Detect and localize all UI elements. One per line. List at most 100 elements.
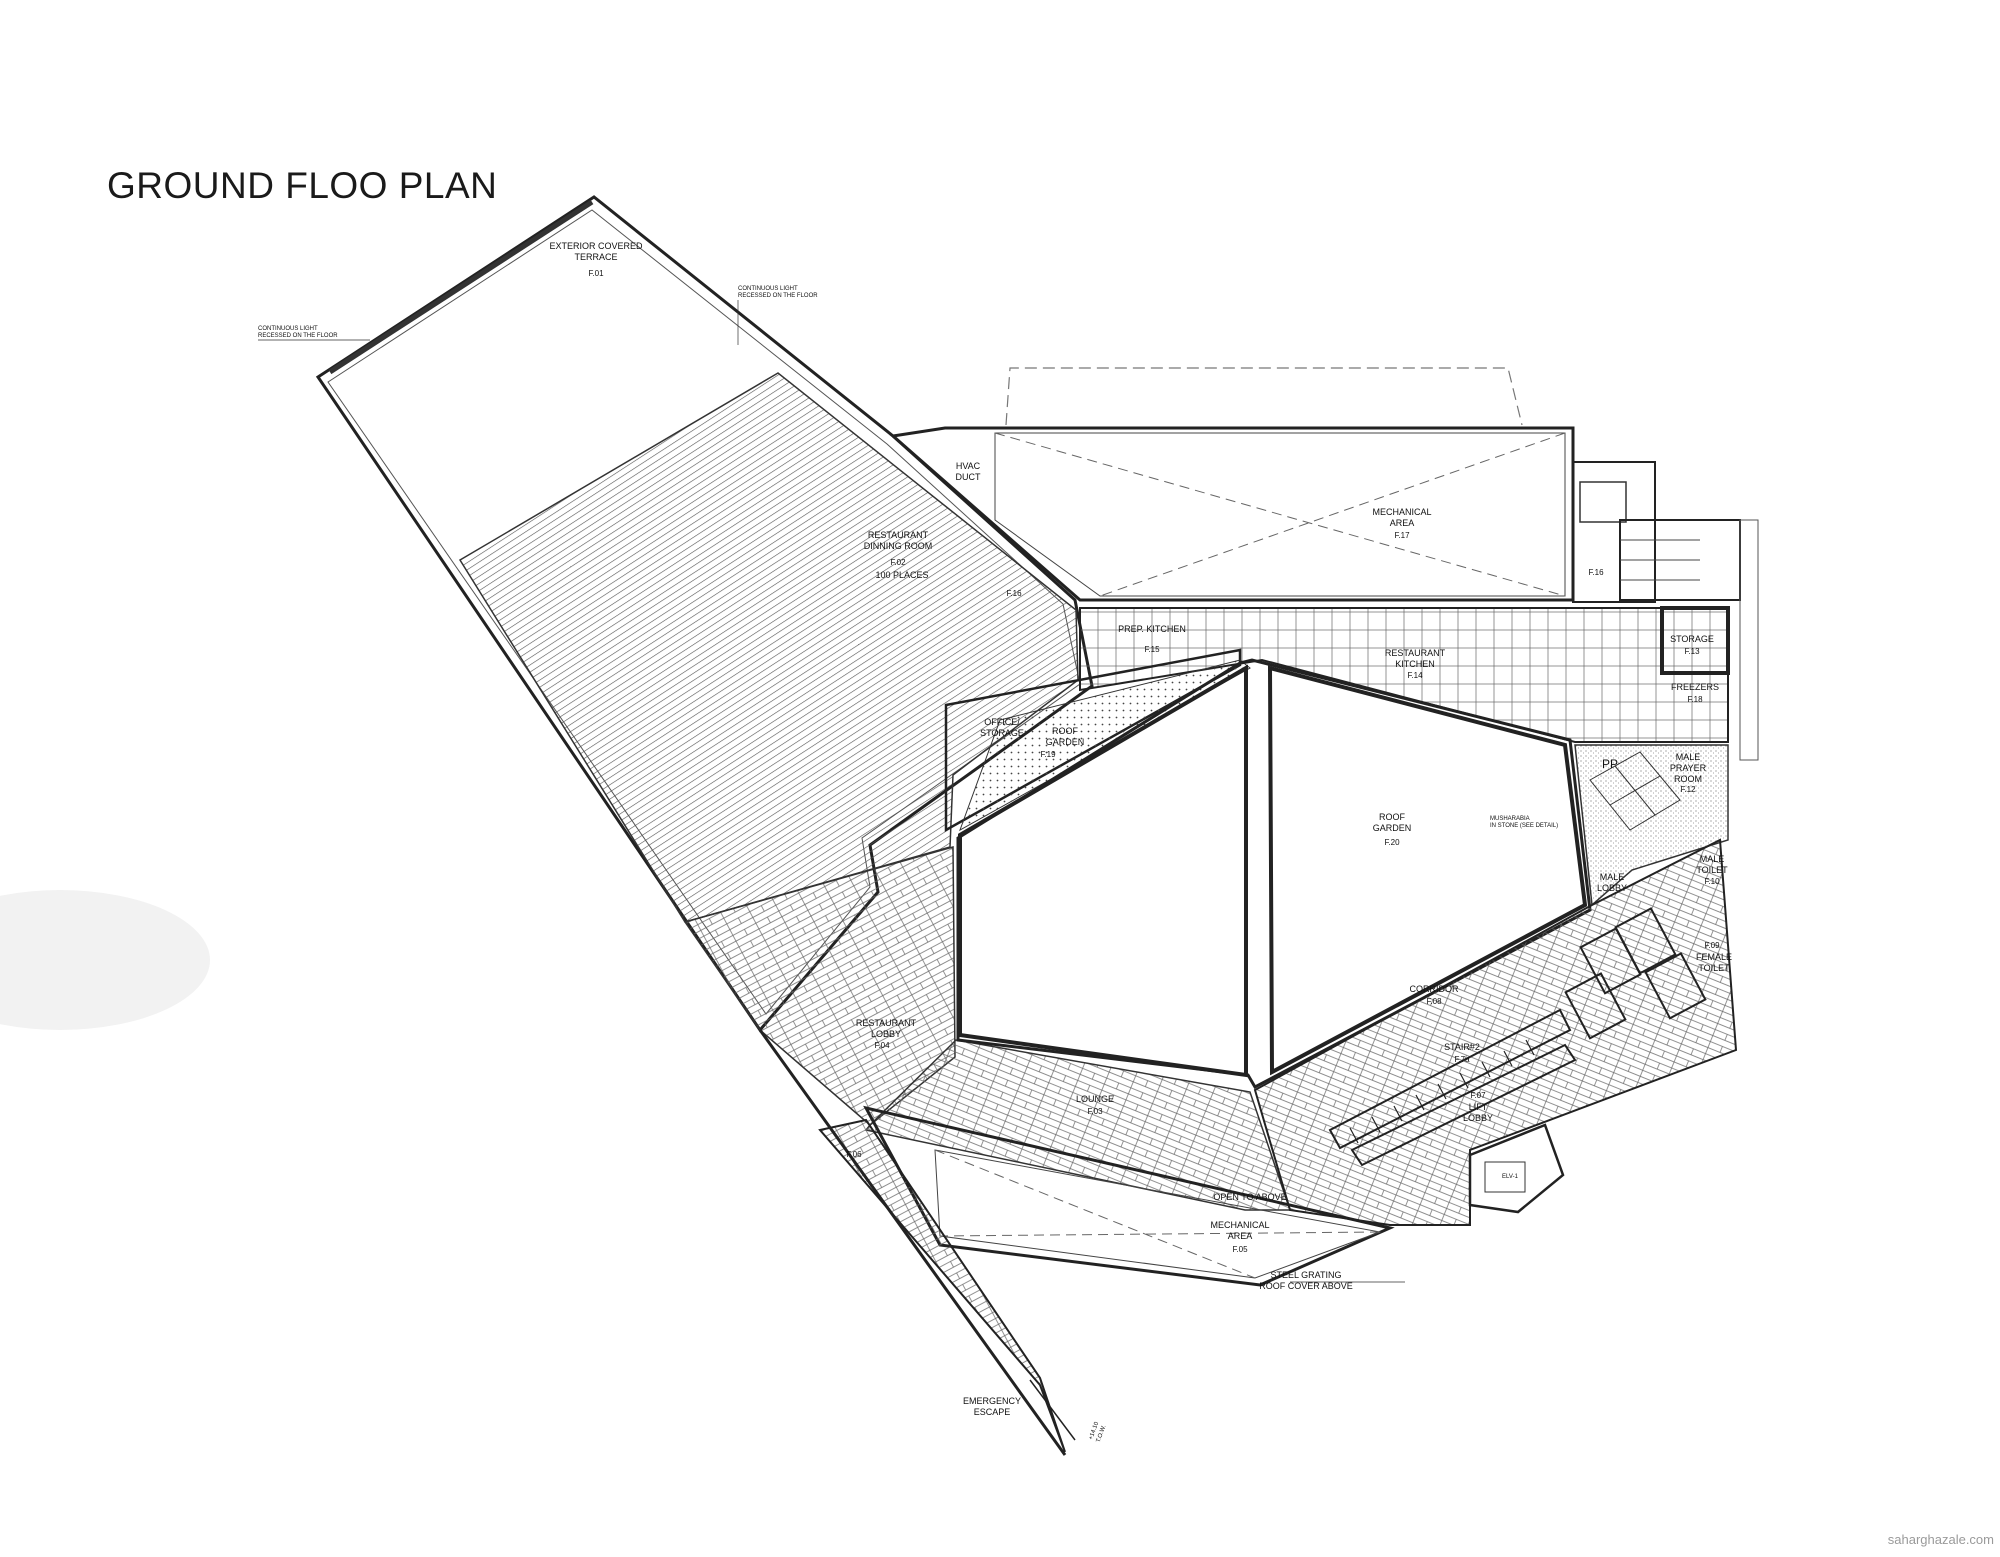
note-light-right-1: CONTINUOUS LIGHT	[738, 286, 798, 292]
label-roofgarden19-1: ROOF	[1052, 726, 1079, 736]
note-light-left-1: CONTINUOUS LIGHT	[258, 326, 318, 332]
label-liftlobby-1: LIFT	[1469, 1102, 1488, 1112]
svg-text:OFFICE/STORAGE: OFFICE/STORAGE	[980, 717, 1024, 738]
label-mech17-2: AREA	[1390, 518, 1415, 528]
label-lobby-1: RESTAURANT	[856, 1018, 917, 1028]
code-mech17: F.17	[1394, 531, 1410, 540]
label-office-1: OFFICE/	[984, 717, 1020, 727]
stair-7a	[1328, 1008, 1577, 1167]
label-corridor: CORRIDOR	[1410, 984, 1459, 994]
label-femaletoilet-1: FEMALE	[1696, 952, 1732, 962]
label-kitchen-1: RESTAURANT	[1385, 648, 1446, 658]
label-dining-1: RESTAURANT	[868, 530, 929, 540]
note-light-right-2: RECESSED ON THE FLOOR	[738, 293, 818, 299]
label-emergency-2: ESCAPE	[974, 1407, 1011, 1417]
label-lobby-2: LOBBY	[871, 1029, 901, 1039]
note-musharabia-2: IN STONE (SEE DETAIL)	[1490, 823, 1558, 829]
label-mech05-1: MECHANICAL	[1210, 1220, 1269, 1230]
label-malelobby-1: MALE	[1600, 872, 1625, 882]
label-dining-3: 100 PLACES	[875, 570, 928, 580]
note-level-2: T.O.W.	[1096, 1424, 1108, 1443]
note-steel-1: STEEL GRATING	[1270, 1270, 1341, 1280]
label-freezers: FREEZERS	[1671, 682, 1719, 692]
code-roofgarden20: F.20	[1384, 838, 1400, 847]
label-terrace-2: TERRACE	[574, 252, 617, 262]
label-lounge: LOUNGE	[1076, 1094, 1114, 1104]
label-dining-2: DINNING ROOM	[864, 541, 933, 551]
code-liftlobby: F.07	[1470, 1091, 1486, 1100]
code-femaletoilet: F.09	[1704, 941, 1720, 950]
note-f06: F.06	[846, 1150, 862, 1159]
label-roofgarden20-1: ROOF	[1379, 812, 1406, 822]
code-prep: F.15	[1144, 645, 1160, 654]
label-prayer-3: ROOM	[1674, 774, 1702, 784]
label-femaletoilet-2: TOILET	[1698, 963, 1730, 973]
label-office-2: STORAGE	[980, 728, 1024, 738]
label-mech05-2: AREA	[1228, 1231, 1253, 1241]
toilet-corridor-floor	[1253, 838, 1738, 1226]
note-light-left-2: RECESSED ON THE FLOOR	[258, 333, 338, 339]
label-prayer-1: MALE	[1676, 752, 1701, 762]
label-malelobby-2: LOBBY	[1597, 883, 1627, 893]
code-maletoilet: F.10	[1704, 877, 1720, 886]
label-storage13: STORAGE	[1670, 634, 1714, 644]
svg-text:+14.10T.O.W.: +14.10T.O.W.	[1088, 1421, 1108, 1444]
plan-title: GROUND FLOO PLAN	[107, 165, 498, 206]
label-hvac-2: DUCT	[956, 472, 981, 482]
emergency-escape-ramp	[818, 1118, 1066, 1453]
code-stair: F.7a	[1454, 1055, 1470, 1064]
label-emergency-1: EMERGENCY	[963, 1396, 1021, 1406]
label-roofgarden20-2: GARDEN	[1373, 823, 1412, 833]
label-hvac-1: HVAC	[956, 461, 981, 471]
code-dining: F.02	[890, 558, 906, 567]
label-liftlobby-2: LOBBY	[1463, 1113, 1493, 1123]
note-musharabia-1: MUSHARABIA	[1490, 816, 1530, 822]
prayer-floor	[1574, 744, 1729, 907]
lounge-floor	[864, 1039, 1292, 1211]
watermark: saharghazale.com	[1887, 1532, 1994, 1547]
label-prep: PREP. KITCHEN	[1118, 624, 1186, 634]
code-corridor: F.08	[1426, 997, 1442, 1006]
code-mech05: F.05	[1232, 1245, 1248, 1254]
code-terrace: F.01	[588, 269, 604, 278]
code-storage13: F.13	[1684, 647, 1700, 656]
service-block	[1572, 461, 1759, 761]
code-freezers: F.18	[1687, 695, 1703, 704]
note-pp: PP	[1602, 757, 1618, 771]
note-f16-a: F.16	[1588, 568, 1604, 577]
label-stair: STAIR#2	[1444, 1042, 1480, 1052]
note-elv: ELV-1	[1502, 1174, 1519, 1180]
label-terrace-1: EXTERIOR COVERED	[549, 241, 643, 251]
label-maletoilet-2: TOILET	[1696, 865, 1728, 875]
code-lounge: F.03	[1087, 1107, 1103, 1116]
note-open-above: OPEN TO ABOVE	[1213, 1192, 1286, 1202]
code-lobby: F.04	[874, 1041, 890, 1050]
label-kitchen-2: KITCHEN	[1395, 659, 1435, 669]
note-steel-2: ROOF COVER ABOVE	[1259, 1281, 1353, 1291]
label-prayer-2: PRAYER	[1670, 763, 1707, 773]
label-mech17-1: MECHANICAL	[1372, 507, 1431, 517]
label-roofgarden19-2: GARDEN	[1046, 737, 1085, 747]
terrace-dining-wing	[315, 195, 1094, 1033]
code-roofgarden19: F.19	[1040, 750, 1056, 759]
note-f16-b: F.16	[1006, 589, 1022, 598]
